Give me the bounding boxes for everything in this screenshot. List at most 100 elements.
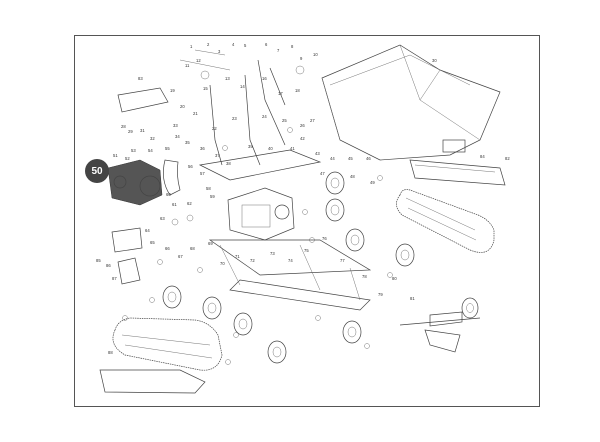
- callout-label: 26: [300, 123, 305, 128]
- cover-plate-top: [117, 87, 169, 113]
- callout-label: 61: [172, 202, 177, 207]
- roller: [233, 312, 253, 336]
- callout-label: 8: [291, 44, 294, 49]
- callout-label: 44: [330, 156, 335, 161]
- callout-label: 40: [268, 146, 273, 151]
- callout-label: 25: [282, 118, 287, 123]
- callout-label: 5: [244, 43, 247, 48]
- track-cover-right: [409, 159, 506, 186]
- callout-label: 49: [370, 180, 375, 185]
- callout-label: 74: [288, 258, 293, 263]
- callout-label: 52: [125, 156, 130, 161]
- handle-frame: [179, 49, 305, 166]
- callout-label: 9: [300, 56, 303, 61]
- callout-label: 86: [106, 263, 111, 268]
- callout-label: 22: [212, 126, 217, 131]
- callout-label: 79: [378, 292, 383, 297]
- callout-label: 55: [165, 146, 170, 151]
- highlight-badge: 50: [85, 159, 109, 183]
- diagram-frame: [74, 35, 540, 407]
- callout-label: 11: [185, 63, 190, 68]
- callout-label: 65: [150, 240, 155, 245]
- roller: [342, 320, 362, 344]
- callout-label: 57: [200, 171, 205, 176]
- engine: [227, 187, 295, 241]
- callout-label: 72: [250, 258, 255, 263]
- callout-label: 29: [128, 129, 133, 134]
- callout-label: 84: [480, 154, 485, 159]
- callout-label: 24: [262, 114, 267, 119]
- callout-label: 4: [232, 42, 235, 47]
- callout-label: 28: [121, 124, 126, 129]
- track-left: [112, 317, 223, 371]
- callout-label: 23: [232, 116, 237, 121]
- callout-label: 42: [300, 136, 305, 141]
- drive-belt: [163, 159, 181, 196]
- callout-label: 67: [178, 254, 183, 259]
- callout-label: 34: [175, 134, 180, 139]
- callout-label: 14: [240, 84, 245, 89]
- callout-label: 20: [180, 104, 185, 109]
- callout-label: 87: [112, 276, 117, 281]
- callout-label: 60: [166, 192, 171, 197]
- callout-label: 51: [113, 153, 118, 158]
- callout-label: 2: [207, 42, 210, 47]
- track-cover-left: [99, 369, 206, 394]
- callout-label: 64: [145, 228, 150, 233]
- axle: [399, 311, 481, 353]
- callout-label: 66: [165, 246, 170, 251]
- callout-label: 71: [235, 254, 240, 259]
- callout-label: 37: [215, 153, 220, 158]
- callout-label: 85: [96, 258, 101, 263]
- callout-label: 68: [190, 246, 195, 251]
- callout-label: 69: [208, 241, 213, 246]
- callout-label: 30: [432, 58, 437, 63]
- roller: [461, 297, 479, 319]
- callout-label: 39: [248, 144, 253, 149]
- callout-label: 62: [187, 201, 192, 206]
- roller: [325, 171, 345, 195]
- callout-label: 48: [350, 174, 355, 179]
- hardware: [122, 127, 393, 365]
- rollers: [162, 171, 479, 364]
- roller: [267, 340, 287, 364]
- callout-label: 45: [348, 156, 353, 161]
- roller: [162, 285, 182, 309]
- callout-label: 19: [170, 88, 175, 93]
- callout-label: 7: [277, 48, 280, 53]
- callout-label: 53: [131, 148, 136, 153]
- callout-label: 27: [310, 118, 315, 123]
- track-right: [396, 189, 495, 253]
- callout-label: 81: [410, 296, 415, 301]
- callout-label: 82: [505, 156, 510, 161]
- callout-label: 46: [366, 156, 371, 161]
- roller: [202, 296, 222, 320]
- callout-label: 6: [265, 42, 268, 47]
- callout-label: 80: [392, 276, 397, 281]
- callout-label: 33: [173, 123, 178, 128]
- gearbox: [107, 159, 163, 206]
- callout-label: 83: [138, 76, 143, 81]
- callout-label: 10: [313, 52, 318, 57]
- callout-label: 76: [322, 236, 327, 241]
- callout-label: 54: [148, 148, 153, 153]
- callout-label: 41: [290, 146, 295, 151]
- callout-label: 63: [160, 216, 165, 221]
- callout-label: 59: [210, 194, 215, 199]
- callout-label: 15: [203, 86, 208, 91]
- callout-label: 16: [262, 76, 267, 81]
- callout-label: 3: [218, 49, 221, 54]
- callout-label: 13: [225, 76, 230, 81]
- callout-label: 21: [193, 111, 198, 116]
- callout-label: 47: [320, 171, 325, 176]
- callout-label: 58: [206, 186, 211, 191]
- chassis-frame: [198, 149, 372, 311]
- callout-label: 36: [200, 146, 205, 151]
- callout-label: 18: [295, 88, 300, 93]
- callout-label: 1: [190, 44, 193, 49]
- callout-label: 12: [196, 58, 201, 63]
- callout-label: 56: [188, 164, 193, 169]
- callout-label: 75: [304, 248, 309, 253]
